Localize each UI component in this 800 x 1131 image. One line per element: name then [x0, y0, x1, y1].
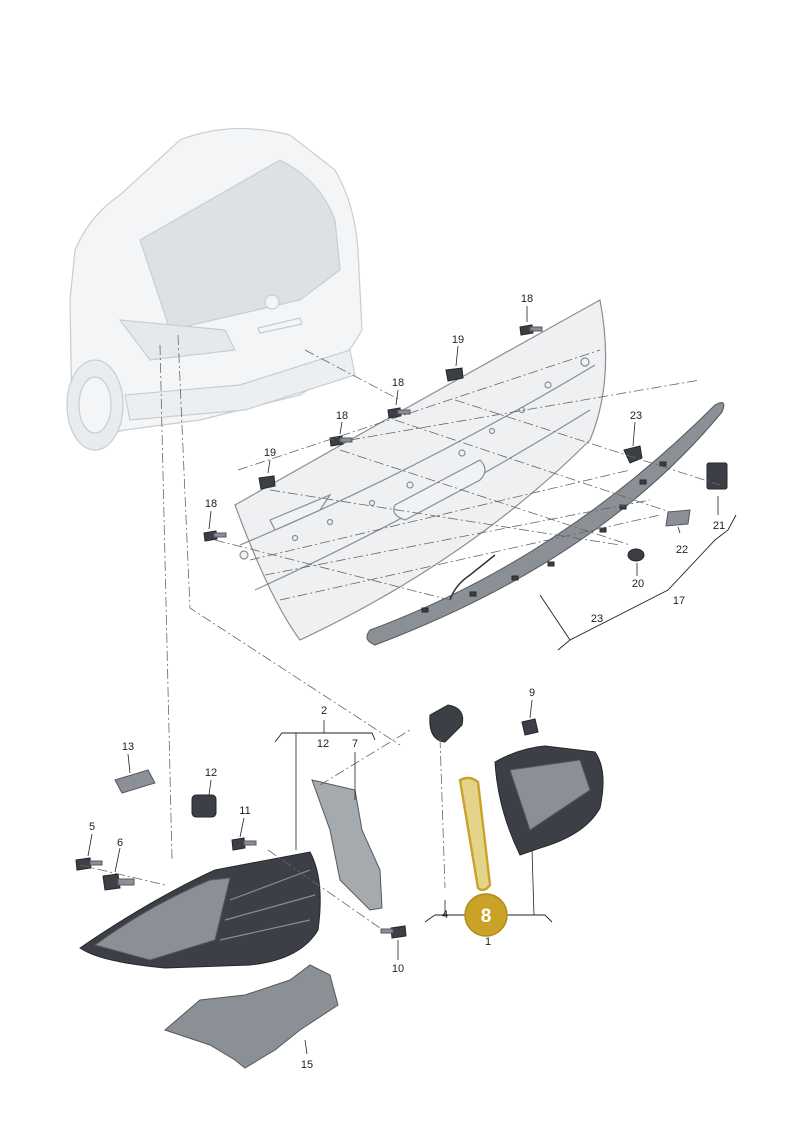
part-13-pad [114, 769, 156, 794]
strip-clips [421, 461, 667, 613]
label-19: 19 [452, 334, 464, 346]
label-21: 21 [713, 520, 725, 532]
label-6: 6 [117, 837, 123, 849]
clip-holes [239, 357, 590, 560]
label-12: 12 [205, 767, 217, 779]
label-22: 22 [676, 544, 688, 556]
part-9-nut [521, 718, 539, 736]
label-12: 12 [317, 738, 329, 750]
label-2: 2 [321, 705, 327, 717]
part-4-gasket [429, 704, 464, 743]
part-23-clip [623, 445, 643, 464]
label-11: 11 [239, 805, 250, 817]
part-labels: 18 19 18 18 19 18 23 21 22 20 17 23 2 12… [89, 293, 725, 1071]
label-20: 20 [632, 578, 644, 590]
label-5: 5 [89, 821, 95, 833]
label-23: 23 [630, 410, 642, 422]
label-23: 23 [591, 613, 603, 625]
label-15: 15 [301, 1059, 313, 1071]
tailgate-trim-panel [234, 299, 607, 641]
leader-lines [87, 306, 719, 1055]
car-rear-view [66, 127, 363, 451]
label-18: 18 [336, 410, 348, 422]
label-10: 10 [392, 963, 404, 975]
projection-lines [79, 334, 721, 929]
rear-light-strip [366, 402, 725, 646]
label-13: 13 [122, 741, 134, 753]
label-17: 17 [673, 595, 685, 607]
part-7-cover [311, 779, 383, 911]
label-4: 4 [442, 909, 448, 921]
label-9: 9 [529, 687, 535, 699]
label-1: 1 [485, 936, 491, 948]
part-20 [627, 548, 645, 562]
tailgate-fasteners [203, 324, 543, 542]
highlight-badge-8[interactable] [464, 893, 508, 937]
label-19: 19 [264, 447, 276, 459]
part-12-bushing [191, 794, 217, 818]
label-18: 18 [521, 293, 533, 305]
part-8-highlighted[interactable] [458, 776, 492, 892]
left-tail-light [79, 851, 321, 969]
label-18: 18 [205, 498, 217, 510]
right-tail-light [494, 745, 604, 856]
part-15-bracket [164, 964, 339, 1069]
highlight-badge-label: 8 [481, 906, 492, 927]
left-fasteners [75, 837, 407, 939]
label-7: 7 [352, 738, 358, 750]
part-21 [706, 462, 728, 490]
part-22 [665, 509, 691, 527]
label-18: 18 [392, 377, 404, 389]
